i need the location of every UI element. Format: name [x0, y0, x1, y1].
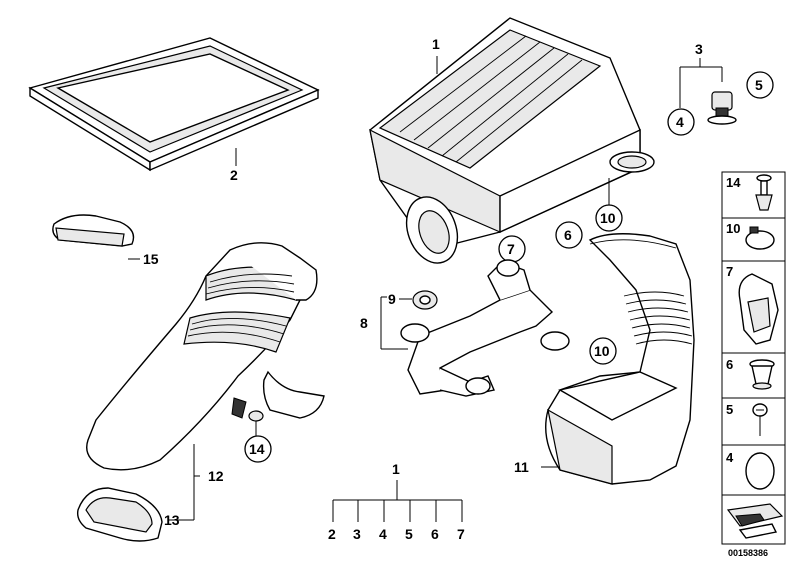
sidebar-item-label: 4	[726, 450, 734, 465]
callout-circle-sensor-screw	[746, 71, 774, 99]
callout-clamp-upper: 10	[600, 210, 616, 226]
callout-housing-clip: 7	[507, 241, 515, 257]
intake-duct	[545, 233, 695, 485]
callout-sensor-oring: 4	[676, 114, 684, 130]
hose-clamp-icon	[745, 226, 775, 250]
callout-snorkel-grille: 13	[164, 512, 180, 528]
callout-circle-sensor-oring	[667, 108, 695, 136]
sidebar-item-rivet: 14	[726, 174, 773, 211]
sidebar-item-screw: 5	[726, 402, 768, 436]
callout-sensor-group: 3	[695, 41, 703, 57]
sidebar-item-gasket	[726, 503, 784, 539]
sidebar-item-clip: 7	[726, 264, 779, 345]
set-callout-item: 3	[353, 526, 361, 542]
callout-circle-housing-grommet	[555, 221, 583, 249]
intake-duct-bellows	[589, 239, 693, 345]
expanding-rivet-icon	[755, 174, 773, 211]
callout-bracket-bush: 9	[388, 291, 396, 307]
sidebar-item-label: 10	[726, 221, 740, 236]
parts-sidebar	[721, 171, 786, 545]
air-filter-housing-ribs	[399, 35, 583, 163]
bracket	[400, 259, 570, 397]
snorkel-grille	[76, 487, 163, 542]
callout-circle-snorkel-pin	[244, 435, 272, 463]
callout-housing: 1	[432, 36, 440, 52]
gasket-arrow-icon	[726, 503, 784, 539]
sidebar-item-label: 7	[726, 264, 733, 279]
callout-intake-snorkel: 12	[208, 468, 224, 484]
sidebar-item-label: 14	[726, 175, 741, 190]
o-ring-icon	[745, 452, 775, 490]
set-callout-item: 5	[405, 526, 413, 542]
callout-circle-clamp-upper	[595, 204, 623, 232]
callout-filter-element: 2	[230, 167, 238, 183]
set-callout-label: 1	[392, 461, 400, 477]
set-callout-item: 2	[328, 526, 336, 542]
callout-bracket: 8	[360, 315, 368, 331]
screw-icon	[752, 403, 768, 436]
sidebar-item-grommet: 6	[726, 357, 775, 390]
sensor	[707, 91, 737, 125]
retaining-clip-icon	[738, 273, 779, 345]
callout-housing-grommet: 6	[564, 227, 572, 243]
set-callout-item: 4	[379, 526, 387, 542]
intake-snorkel	[86, 242, 325, 471]
callout-snorkel-pin: 14	[249, 441, 265, 457]
set-callout-branches	[332, 500, 463, 522]
callout-circle-clamp-lower	[589, 337, 617, 365]
air-filter-housing	[369, 17, 655, 264]
callout-intake-duct: 11	[514, 459, 529, 475]
sidebar-item-clamp: 10	[726, 221, 775, 250]
sidebar-item-label: 5	[726, 402, 733, 417]
intake-snorkel-ribs	[187, 273, 295, 343]
snorkel-pin	[248, 410, 264, 436]
set-callout-item: 7	[457, 526, 465, 542]
sidebar-item-oring: 4	[726, 450, 775, 490]
bracket-bush	[412, 290, 438, 310]
callout-cover-cap: 15	[143, 251, 159, 267]
cover-cap	[52, 214, 135, 247]
document-id: 00158386	[728, 548, 768, 558]
set-callout-item: 6	[431, 526, 439, 542]
callout-sensor-screw: 5	[755, 77, 763, 93]
grommet-icon	[749, 359, 775, 390]
callout-clamp-lower: 10	[594, 343, 610, 359]
sidebar-item-label: 6	[726, 357, 733, 372]
filter-element	[28, 37, 320, 172]
